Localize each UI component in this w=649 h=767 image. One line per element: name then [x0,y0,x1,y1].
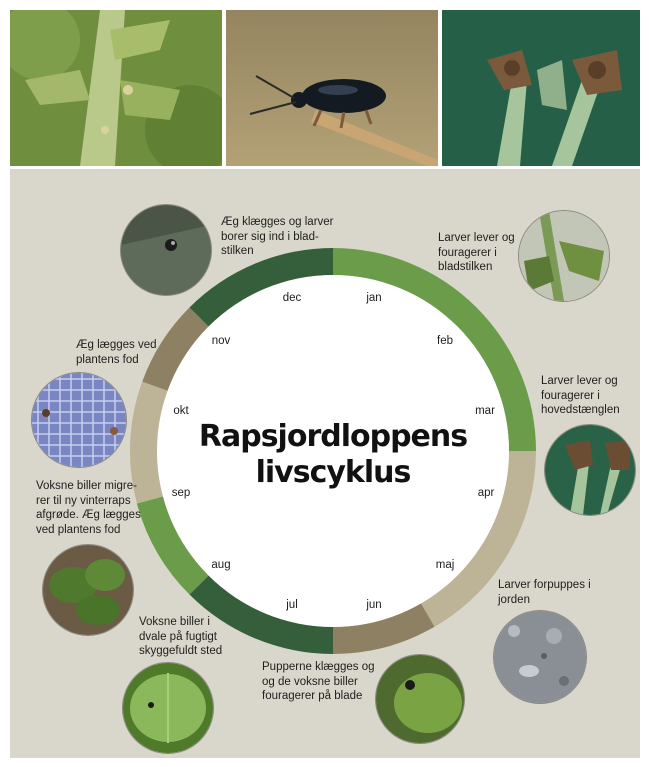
month-label-jan: jan [366,292,381,304]
stage-photo-hibernation [122,662,214,754]
text-line: borer sig ind i blad- [221,230,334,245]
text-line: Voksne biller migre- [36,479,141,494]
title-line-1: Rapsjordloppens [199,419,467,455]
stage-photo-seedling [42,544,134,636]
stage-label-egg-hatch: Æg klægges og larver borer sig ind i bla… [221,215,334,259]
stage-label-dormancy: Voksne biller i dvale på fugtigt skyggef… [139,615,222,659]
text-line: Æg klægges og larver [221,215,334,230]
month-label-jun: jun [366,599,381,611]
text-line: fouragerer på blade [262,689,375,704]
stage-label-migration: Voksne biller migre- rer til ny vinterra… [36,479,141,537]
text-line: ved plantens fod [36,523,141,538]
text-line: dvale på fugtigt [139,630,222,645]
stage-photo-egg-grid [31,372,127,468]
stage-photo-leaf-beetle [375,654,465,744]
text-line: stilken [221,244,334,259]
month-label-dec: dec [283,292,302,304]
month-label-nov: nov [212,335,231,347]
stage-photo-egg [120,204,212,296]
stage-label-pupation: Larver forpuppes i jorden [498,578,591,607]
title-line-2: livscyklus [199,455,467,491]
stage-label-larvae-main-stem: Larver lever og fouragerer i hovedstængl… [541,374,620,418]
stage-photo-leaf-stalk [518,210,610,302]
month-label-sep: sep [172,487,191,499]
stage-photo-main-stem [544,424,636,516]
text-line: Larver forpuppes i [498,578,591,593]
text-line: Larver lever og [541,374,620,389]
stage-label-egg-laying: Æg lægges ved plantens fod [76,338,157,367]
month-label-apr: apr [478,487,495,499]
month-label-mar: mar [475,405,495,417]
text-line: Voksne biller i [139,615,222,630]
text-line: fouragerer i [438,246,515,261]
text-line: rer til ny vinterraps [36,494,141,509]
month-label-aug: aug [211,559,230,571]
text-line: plantens fod [76,353,157,368]
diagram-title: Rapsjordloppens livscyklus [199,419,467,491]
text-line: Larver lever og [438,231,515,246]
stage-label-adults-emerge: Pupperne klægges og og de voksne biller … [262,660,375,704]
text-line: og de voksne biller [262,675,375,690]
text-line: bladstilken [438,260,515,275]
text-line: fouragerer i [541,389,620,404]
text-line: Pupperne klægges og [262,660,375,675]
text-line: hovedstænglen [541,403,620,418]
text-line: Æg lægges ved [76,338,157,353]
month-label-maj: maj [436,559,455,571]
stage-label-larvae-leaf-stalk: Larver lever og fouragerer i bladstilken [438,231,515,275]
month-label-jul: jul [286,599,298,611]
stage-photo-soil [493,610,587,704]
text-line: jorden [498,593,591,608]
text-line: afgrøde. Æg lægges [36,508,141,523]
month-label-okt: okt [173,405,188,417]
text-line: skyggefuldt sted [139,644,222,659]
month-label-feb: feb [437,335,453,347]
